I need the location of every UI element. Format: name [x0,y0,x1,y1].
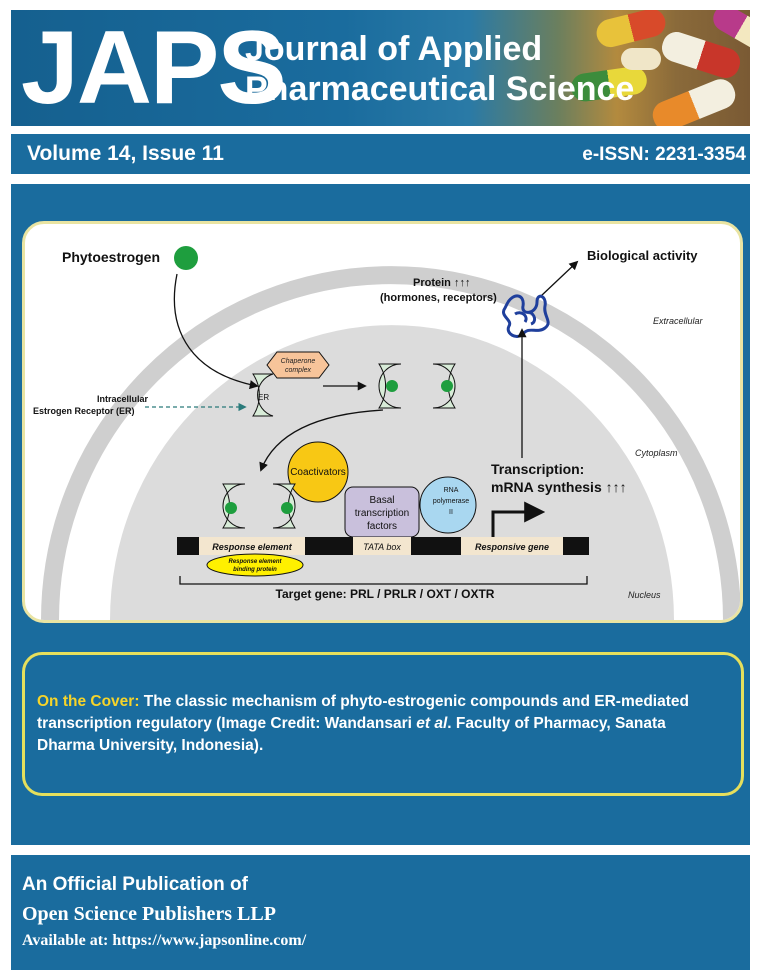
pill-decoration [621,48,661,70]
publisher-footer: An Official Publication of Open Science … [11,855,750,970]
issn: e-ISSN: 2231-3354 [582,144,746,165]
publisher-name: Open Science Publishers LLP [22,903,276,925]
transcription-start-arrow [491,501,546,538]
intracellular-er-label: Intracellular [97,394,149,404]
intracellular-er-sublabel: Estrogen Receptor (ER) [33,406,135,416]
official-publication-text: An Official Publication of [22,874,248,895]
journal-logo: JAPS [21,10,287,126]
chaperone-sublabel: complex [285,367,312,374]
protein-icon [502,294,550,338]
er-dimer-ligand-right [441,380,453,392]
rna-sublabel-2: II [449,509,453,516]
nucleus-region [110,325,674,620]
masthead-banner: JAPS Journal of Applied Pharmaceutical S… [11,10,750,126]
translocation-arrow [259,409,384,472]
protein-sublabel: (hormones, receptors) [380,292,497,304]
website-link[interactable]: Available at: https://www.japsonline.com… [22,932,307,949]
cover-caption: On the Cover: The classic mechanism of p… [22,652,744,796]
er-receptor-inactive [252,373,274,417]
tata-box-label: TATA box [363,542,401,552]
issue-bar: Volume 14, Issue 11 e-ISSN: 2231-3354 [11,134,750,174]
caption-etal: et al [416,715,448,732]
transcription-label: Transcription: [491,461,584,477]
pill-decoration [593,10,669,51]
phytoestrogen-label: Phytoestrogen [62,249,160,265]
protein-label: Protein ↑↑↑ [413,277,470,289]
rebp-sublabel: binding protein [233,567,277,573]
activity-arrow [540,260,579,297]
journal-title-line2: Pharmaceutical Science [245,70,635,108]
coactivators [287,441,349,503]
mechanism-diagram: Phytoestrogen Protein ↑↑↑ (hormones, rec… [33,246,740,620]
rna-sublabel: polymerase [433,498,469,505]
cytoplasm-label: Cytoplasm [635,448,678,458]
response-element-label: Response element [212,542,293,552]
basal-label: Basal [369,495,394,506]
extracellular-label: Extracellular [653,316,704,326]
biological-activity-label: Biological activity [587,248,698,263]
cover-figure: Phytoestrogen Protein ↑↑↑ (hormones, rec… [22,221,743,623]
responsive-gene-label: Responsive gene [475,542,549,552]
caption-label: On the Cover: [37,693,140,710]
nucleus-label: Nucleus [628,590,661,600]
cell-membrane [41,266,740,620]
journal-title-line1: Journal of Applied [245,30,543,68]
coactivators-label: Coactivators [290,467,346,478]
target-gene-bracket [179,576,588,585]
basal-sublabel: transcription [355,508,409,519]
pill-decoration [648,74,740,126]
responsive-gene-box [461,537,563,555]
bound-ligand-left [225,502,237,514]
bound-ligand-right [281,502,293,514]
target-gene-label: Target gene: PRL / PRLR / OXT / OXTR [276,587,495,601]
er-label: ER [258,393,269,402]
response-element-binding-protein [206,553,304,577]
er-dimer-ligand-left [386,380,398,392]
rna-label: RNA [444,487,459,494]
chaperone-label: Chaperone [281,358,316,365]
rna-polymerase [419,476,477,534]
basal-sublabel-2: factors [367,521,397,532]
phytoestrogen-ligand [174,246,198,270]
caption-text: The classic mechanism of phyto-estrogeni… [37,693,689,732]
ligand-binding-arrow [173,273,259,390]
er-dimer-left [378,363,402,409]
tata-box [353,537,411,555]
rebp-label: Response element [228,559,282,565]
caption-text-end: . Faculty of Pharmacy, Sanata Dharma Uni… [37,715,666,754]
volume-issue: Volume 14, Issue 11 [27,142,224,165]
response-element-box [199,537,305,555]
mrna-synthesis-label: mRNA synthesis ↑↑↑ [491,479,627,495]
chaperone-complex [266,351,330,379]
